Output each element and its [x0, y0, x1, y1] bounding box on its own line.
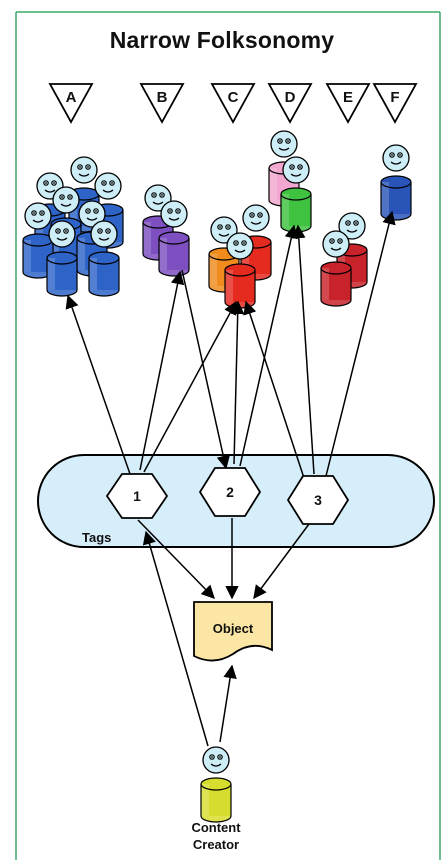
group-label-e: E	[343, 89, 353, 106]
group-triangle-c: C	[210, 83, 256, 124]
group-triangle-b: B	[139, 83, 185, 124]
connections	[65, 210, 396, 747]
group-label-f: F	[390, 89, 399, 106]
group-label-b: B	[157, 89, 168, 106]
user-group-d	[268, 130, 312, 233]
tag-label-3: 3	[314, 492, 322, 508]
person-icon	[380, 144, 412, 221]
tag-label-2: 2	[226, 484, 234, 500]
user-group-f	[380, 144, 412, 221]
tag-hexagon-1: 1	[105, 473, 169, 519]
group-triangle-d: D	[267, 83, 313, 124]
tag-hexagon-2: 2	[198, 467, 262, 517]
user-group-e	[320, 212, 368, 307]
user-group-c	[208, 204, 272, 309]
diagram-title: Narrow Folksonomy	[110, 27, 335, 53]
person-icon	[46, 220, 78, 297]
object-label: Object	[213, 621, 254, 636]
object-document: Object	[193, 601, 273, 662]
person-icon	[224, 232, 256, 309]
tag-hexagon-3: 3	[286, 475, 350, 525]
content-creator	[200, 746, 232, 823]
user-group-a	[22, 156, 124, 297]
user-group-b	[142, 184, 190, 277]
person-icon	[280, 156, 312, 233]
creator-label-line1: Content	[191, 820, 241, 835]
group-triangle-a: A	[48, 83, 94, 124]
person-icon	[158, 200, 190, 277]
person-icon	[88, 220, 120, 297]
group-label-c: C	[228, 89, 239, 106]
person-icon	[200, 746, 232, 823]
person-icon	[320, 230, 352, 307]
group-label-d: D	[285, 89, 296, 106]
tags-panel-label: Tags	[82, 530, 111, 545]
creator-label-line2: Creator	[193, 837, 239, 852]
group-triangle-e: E	[325, 83, 371, 124]
group-triangle-f: F	[372, 83, 418, 124]
group-label-a: A	[66, 89, 77, 106]
tag-label-1: 1	[133, 488, 141, 504]
